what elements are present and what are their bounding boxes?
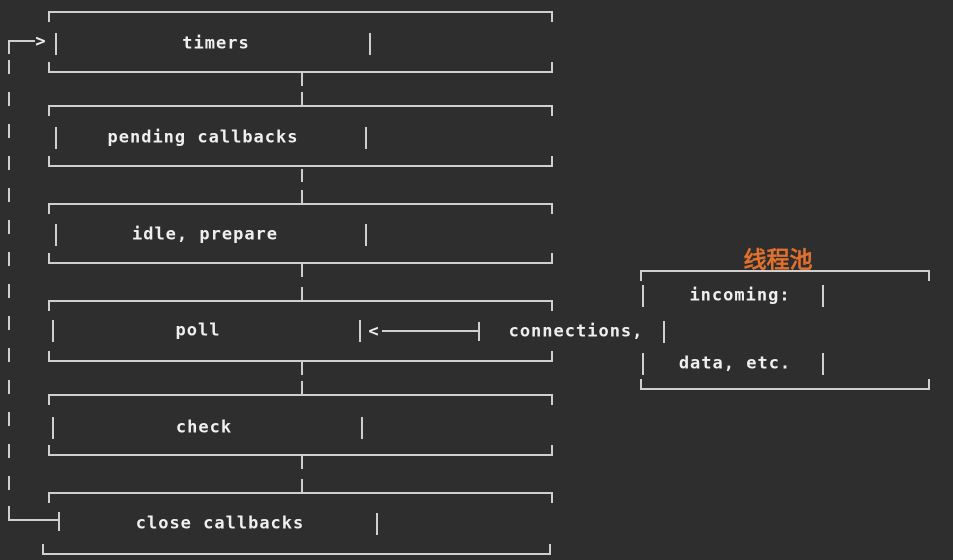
idle-box-bottom-border — [48, 253, 553, 264]
close-box-top-border — [48, 492, 553, 503]
phase-label-pending-callbacks: pending callbacks — [107, 127, 299, 148]
loop-bottom-end-tick — [58, 512, 60, 531]
threadpool-row-incoming: incoming: — [689, 285, 791, 306]
loop-left-line — [8, 60, 10, 506]
timers-box-top-border — [48, 11, 553, 22]
timers-box-bottom-border — [48, 62, 553, 73]
idle-inner-right-bar — [365, 224, 367, 246]
check-box-bottom-border — [48, 445, 553, 456]
connector-tick-check-up — [301, 381, 303, 394]
idle-inner-left-bar — [55, 224, 57, 246]
timers-inner-right-bar — [369, 33, 371, 55]
threadpool-data-left-bar — [642, 353, 644, 375]
connector-tick-timers-down — [301, 73, 303, 86]
check-box-top-border — [48, 394, 553, 405]
poll-arrowhead-icon: < — [368, 321, 380, 342]
phase-label-check: check — [175, 417, 233, 438]
connector-tick-close-up — [301, 479, 303, 492]
threadpool-incoming-right-bar — [822, 285, 824, 307]
connector-tick-poll-up — [301, 287, 303, 300]
phase-label-timers: timers — [182, 33, 250, 54]
threadpool-to-poll-arrow-tail-tick — [478, 322, 480, 341]
threadpool-to-poll-arrow-line — [382, 330, 479, 332]
pending-inner-right-bar — [365, 127, 367, 149]
threadpool-box-bottom-border — [640, 379, 930, 390]
phase-label-poll: poll — [175, 320, 221, 341]
pending-inner-left-bar — [55, 127, 57, 149]
threadpool-connections-right-bar — [663, 321, 665, 343]
connector-tick-check-down — [301, 456, 303, 469]
loop-bottom-connector-line — [8, 519, 59, 521]
threadpool-data-right-bar — [822, 353, 824, 375]
poll-box-top-border — [48, 300, 553, 311]
close-inner-right-bar — [376, 513, 378, 535]
idle-box-top-border — [48, 203, 553, 214]
connector-tick-idle-up — [301, 190, 303, 203]
poll-inner-left-bar — [52, 320, 54, 342]
threadpool-row-data-etc: data, etc. — [678, 353, 792, 374]
threadpool-title: 线程池 — [743, 247, 813, 274]
threadpool-incoming-left-bar — [642, 285, 644, 307]
poll-box-bottom-border — [48, 351, 553, 362]
connector-tick-pending-up — [301, 92, 303, 105]
pending-box-top-border — [48, 105, 553, 116]
loop-arrowhead-icon: > — [35, 31, 47, 52]
connector-tick-pending-down — [301, 169, 303, 182]
phase-label-close-callbacks: close callbacks — [135, 513, 305, 534]
loop-bottom-corner — [8, 506, 10, 521]
connector-tick-poll-down — [301, 362, 303, 375]
check-inner-left-bar — [52, 417, 54, 439]
loop-top-connector-line — [8, 40, 35, 42]
close-box-bottom-border — [42, 544, 551, 555]
poll-inner-right-bar — [359, 320, 361, 342]
loop-top-corner — [8, 40, 10, 54]
phase-label-idle-prepare: idle, prepare — [131, 224, 279, 245]
timers-inner-left-bar — [55, 33, 57, 55]
check-inner-right-bar — [361, 417, 363, 439]
threadpool-box-top-border — [640, 270, 930, 281]
connector-tick-idle-down — [301, 264, 303, 277]
threadpool-row-connections: connections, — [508, 321, 644, 342]
pending-box-bottom-border — [48, 156, 553, 167]
